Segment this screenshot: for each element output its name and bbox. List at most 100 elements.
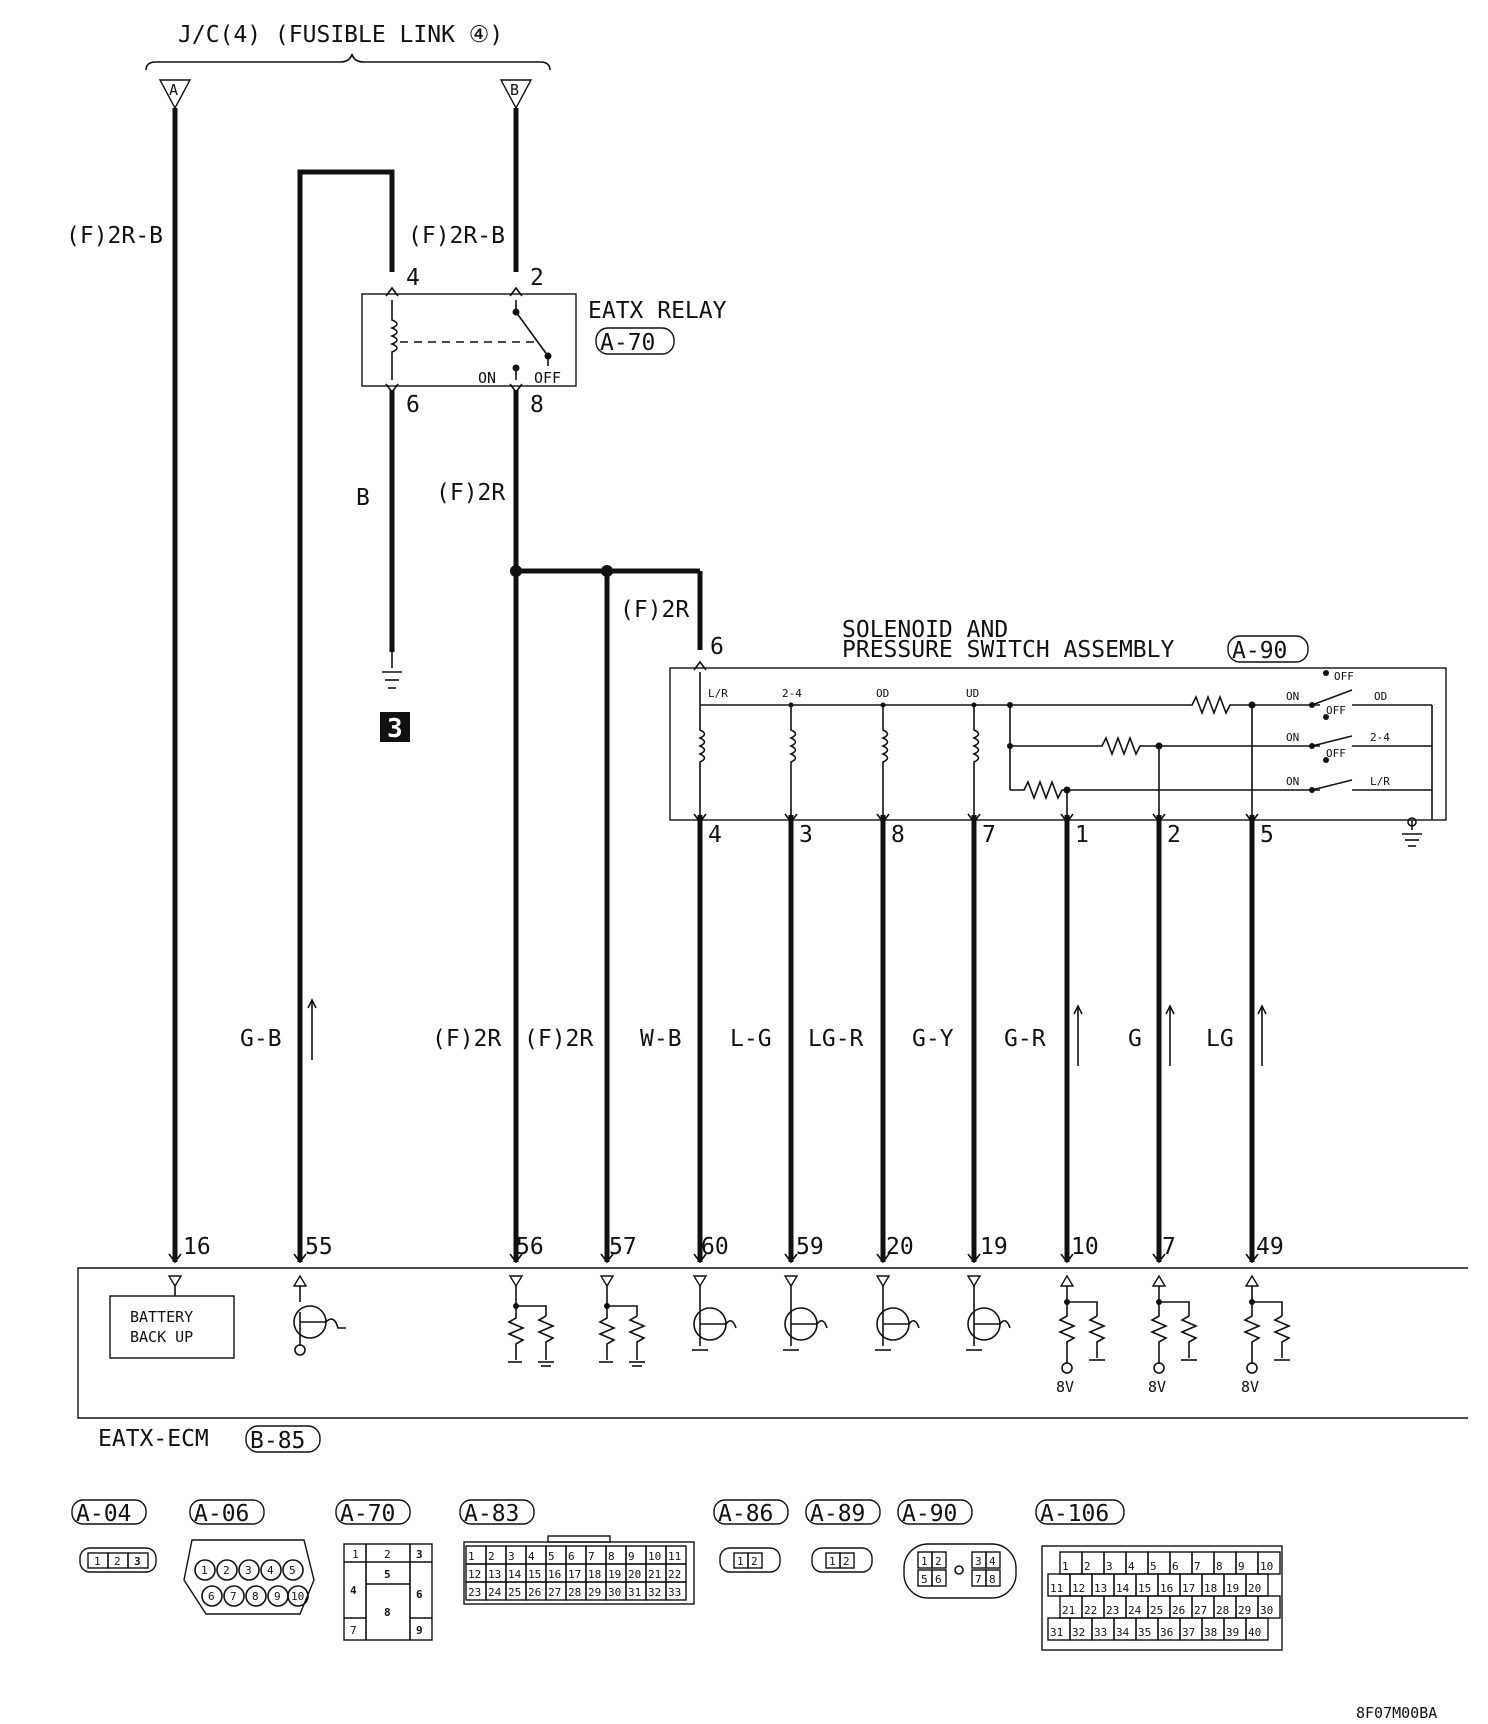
svg-text:8V: 8V [1241,1378,1259,1396]
connector-a83-pin: 20 [628,1568,641,1581]
svg-text:1: 1 [94,1555,101,1568]
wire-color-g-b: G-B [240,1026,282,1052]
svg-text:8V: 8V [1056,1378,1074,1396]
relay-connector-label: A-70 [600,330,655,356]
connector-a106-pin: 24 [1128,1604,1142,1617]
eatx-relay: 4 2 6 8 ON OFF EATX RELAY A-70 [361,265,727,418]
connector-a106-pin: 15 [1138,1582,1151,1595]
connector-a106-pin: 39 [1226,1626,1239,1639]
connector-a83-pin: 15 [528,1568,541,1581]
fuse-terminal-b-label: B [510,81,519,99]
svg-text:A-90: A-90 [902,1501,957,1527]
connector-a83-pin: 10 [648,1550,661,1563]
connector-a106-pin: 17 [1182,1582,1195,1595]
solenoid-top-pin: 6 [710,634,724,660]
connector-a89: 1 2 [811,1547,873,1573]
svg-text:A-89: A-89 [810,1501,865,1527]
connector-a106-pin: 13 [1094,1582,1107,1595]
svg-text:3: 3 [975,1555,982,1568]
connector-a70: 1 2 3 4 5 6 7 8 9 [343,1543,433,1641]
solenoid-title-2: PRESSURE SWITCH ASSEMBLY [842,637,1174,663]
connector-a106-pin: 37 [1182,1626,1195,1639]
relay-pin-8: 8 [530,392,544,418]
svg-text:6: 6 [208,1590,215,1603]
connector-a106-pin: 6 [1172,1560,1179,1573]
svg-text:2: 2 [935,1555,942,1568]
connector-a83-pin: 4 [528,1550,535,1563]
connector-a106-pin: 18 [1204,1582,1217,1595]
connector-a83-pin: 21 [648,1568,661,1581]
svg-text:1: 1 [1075,822,1089,848]
ecm-driver-60 [692,1275,737,1351]
svg-text:1: 1 [829,1555,836,1568]
splice-point-1 [510,565,522,577]
svg-text:L/R: L/R [708,687,728,700]
eatx-ecm: 16 55 56 57 60 59 20 19 10 7 49 BATTERY … [77,1234,1468,1454]
wire-color-l-g: L-G [730,1026,772,1052]
solenoid-body [669,667,1447,821]
connector-a83-pin: 22 [668,1568,681,1581]
header-brace [145,53,551,71]
connector-a83-pin: 13 [488,1568,501,1581]
ecm-input-10: 8V [1056,1274,1107,1396]
ground-ref-label: 3 [387,714,403,744]
svg-text:6: 6 [935,1573,942,1586]
svg-text:20: 20 [886,1234,914,1260]
svg-text:7: 7 [975,1573,982,1586]
svg-text:59: 59 [796,1234,824,1260]
connector-a106-pin: 23 [1106,1604,1119,1617]
ecm-driver-59 [783,1275,828,1351]
connector-a106-pin: 19 [1226,1582,1239,1595]
connector-a106-pin: 7 [1194,1560,1201,1573]
bottom-wire-labels: G-B (F)2R (F)2R W-B L-G LG-R G-Y G-R G L… [240,998,1267,1066]
connector-a106-pin: 9 [1238,1560,1245,1573]
connector-a83-pin: 28 [568,1586,581,1599]
pressure-switch-od: ON OFF OD [1286,670,1432,708]
coil-od: OD [876,687,889,815]
svg-text:2: 2 [384,1548,391,1561]
svg-text:3: 3 [134,1555,141,1568]
connector-a106-cell [1257,1551,1281,1575]
connector-a106-pin: 31 [1050,1626,1063,1639]
wire-g-b-55 [297,169,395,1262]
svg-text:A-83: A-83 [464,1501,519,1527]
svg-text:OFF: OFF [1326,747,1346,760]
connector-a106-pin: 5 [1150,1560,1157,1573]
connector-a83-pin: 7 [588,1550,595,1563]
svg-text:UD: UD [966,687,979,700]
svg-text:1: 1 [737,1555,744,1568]
jc-fusible-link-label: J/C(4) (FUSIBLE LINK ④) [178,22,503,48]
solenoid-connector-badge [1227,635,1309,663]
connector-a106-pin: 20 [1248,1582,1261,1595]
ecm-driver-20 [875,1275,920,1351]
relay-off-label: OFF [534,369,561,387]
connector-a106-pin: 33 [1094,1626,1107,1639]
connector-a83-pin: 33 [668,1586,681,1599]
solenoid-bottom-pins: 4 3 8 7 1 2 5 [693,813,1274,848]
wire-color-lg: LG [1206,1026,1234,1052]
connector-a04: 1 2 3 [79,1547,157,1573]
relay-pin-2: 2 [530,265,544,291]
connector-a83-pin: 3 [508,1550,515,1563]
ecm-connector-label: B-85 [250,1428,305,1454]
wire-label-ground: B [356,485,370,511]
svg-text:3: 3 [416,1548,423,1561]
svg-text:7: 7 [350,1624,357,1637]
connector-a106-cell [1245,1617,1269,1641]
connector-a83-pin: 11 [668,1550,681,1563]
wire-color-g: G [1128,1026,1142,1052]
wire-label-relay-top: (F)2R-B [408,223,505,249]
connector-a83-pin: 8 [608,1550,615,1563]
connector-a106-pin: 30 [1260,1604,1273,1617]
connector-a106-pin: 27 [1194,1604,1207,1617]
wire-color-f2r-1: (F)2R [432,1026,501,1052]
svg-text:OFF: OFF [1326,704,1346,717]
battery-backup-box [109,1295,235,1359]
connector-a83-pin: 27 [548,1586,561,1599]
ecm-driver-19 [966,1275,1011,1351]
connector-a83-pin: 25 [508,1586,521,1599]
relay-title: EATX RELAY [588,298,727,324]
connector-a86: 1 2 [719,1547,781,1573]
